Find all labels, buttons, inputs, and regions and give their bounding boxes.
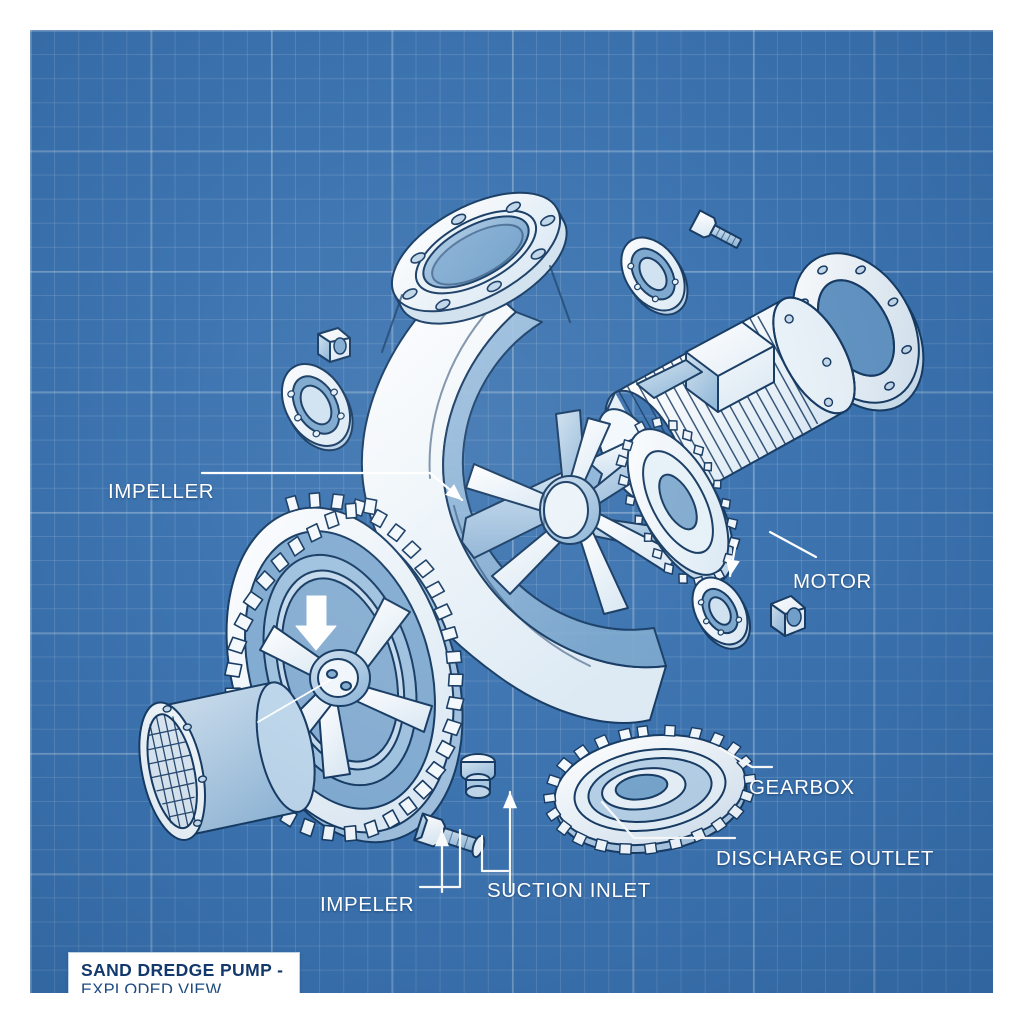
- blueprint-sheet: IMPELLER MOTOR GEARBOX DISCHARGE OUTLET …: [30, 30, 993, 993]
- gearbox-output-gear: [542, 724, 757, 856]
- title-line-1: SAND DREDGE PUMP -: [81, 960, 284, 980]
- ball-bearing-upper-right: [620, 236, 689, 316]
- hex-bolt-top: [688, 209, 743, 249]
- ball-bearing-lower-right: [691, 576, 751, 650]
- callout-motor: MOTOR: [793, 570, 872, 593]
- hex-nut-left: [317, 327, 351, 363]
- leader-lines: [200, 471, 818, 894]
- discharge-flange: [381, 191, 571, 353]
- title-line-2: EXPLODED VIEW: [81, 980, 222, 993]
- exploded-assembly-art: [138, 191, 925, 894]
- gearbox-pinion-gear: [615, 416, 741, 588]
- hex-nut-right: [770, 595, 806, 637]
- callout-impeller-left: IMPELLER: [108, 480, 215, 503]
- sheet-vignette: [30, 30, 993, 993]
- motor-terminal-box: [636, 321, 775, 413]
- title-block: SAND DREDGE PUMP - EXPLODED VIEW PATENT …: [68, 952, 301, 993]
- callout-gearbox: GEARBOX: [749, 776, 855, 799]
- callout-discharge-outlet: DISCHARGE OUTLET: [716, 847, 935, 870]
- ball-bearing-upper-left: [280, 363, 354, 452]
- callout-suction-inlet: SUCTION INLET: [487, 879, 651, 902]
- suction-strainer-housing: [138, 681, 316, 841]
- drain-plug: [460, 753, 496, 799]
- callout-impeler-bottom: IMPELER: [320, 893, 415, 916]
